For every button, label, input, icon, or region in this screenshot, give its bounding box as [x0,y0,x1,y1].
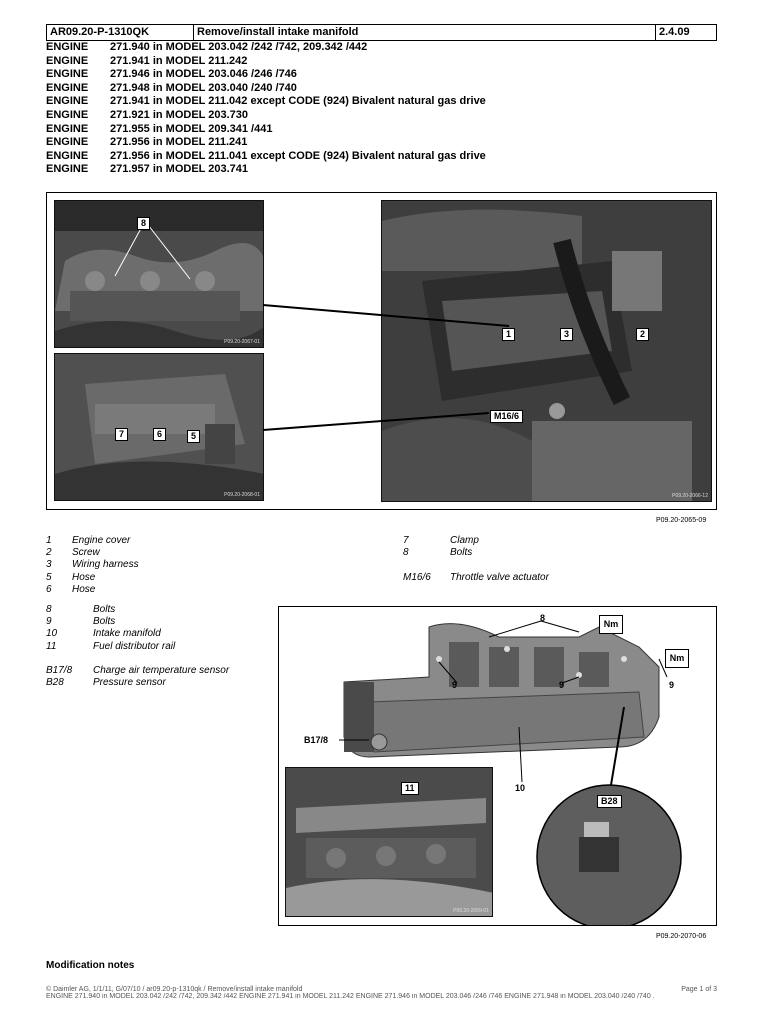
engine-photo-top-left: 8 P09.20-2067-01 [54,200,264,348]
figure-2-ref: P09.20-2070-06 [656,933,707,940]
connector-lines [262,304,510,431]
doc-id: AR09.20-P-1310QK [47,25,194,40]
callout-1: 1 [502,328,516,341]
figure-1-frame: 8 P09.20-2067-01 7 6 5 P09.20-2068-01 1 [46,192,717,510]
callout-9: 9 [559,680,565,690]
fuel-rail-photo-image [286,768,492,916]
callout-m16-6: M16/6 [490,410,524,423]
torque-nm-badge: Nm [665,649,689,668]
modification-notes-heading: Modification notes [46,960,135,971]
torque-nm-badge: Nm [599,615,623,634]
legend-spacer [403,559,549,571]
intake-manifold-drawing [339,620,682,925]
header-table: AR09.20-P-1310QK Remove/install intake m… [46,24,717,41]
callout-3: 3 [560,328,574,341]
engine-photo-right-image [382,201,711,501]
callout-8: 8 [137,217,151,230]
callout-b17-8: B17/8 [304,735,329,745]
footer-copyright: © Daimler AG, 1/1/11, G/07/10 / ar09.20-… [46,986,303,993]
doc-title: Remove/install intake manifold [194,25,656,40]
callout-8: 8 [540,613,546,623]
engine-photo-bottom-left: 7 6 5 P09.20-2068-01 [54,353,264,501]
callout-6: 6 [153,428,167,441]
engine-photo-right: 1 3 2 M16/6 P09.20-2066-12 [381,200,712,502]
callout-2: 2 [636,328,650,341]
callout-9: 9 [669,680,675,690]
callout-b28: B28 [597,795,622,808]
callout-7: 7 [115,428,129,441]
figure-2-frame: 8 9 9 9 B17/8 10 B28 Nm Nm 11 P09.20-206… [278,606,717,926]
callout-10: 10 [515,783,526,793]
photo-code: P09.20-2068-01 [224,492,260,498]
engine-photo-bottom-left-image [55,354,263,500]
fuel-rail-photo: 11 P09.20-2069-01 [285,767,493,917]
page-footer: © Daimler AG, 1/1/11, G/07/10 / ar09.20-… [46,986,717,1000]
callout-5: 5 [187,430,201,443]
footer-page-number: Page 1 of 3 [681,986,717,993]
footer-engine-list: ENGINE 271.940 in MODEL 203.042 /242 /74… [46,993,655,1000]
doc-version: 2.4.09 [659,26,690,38]
callout-11: 11 [401,782,419,795]
callout-9: 9 [452,680,458,690]
engine-photo-top-left-image [55,201,263,347]
figure-1-ref: P09.20-2065-09 [656,517,707,524]
legend-spacer [46,653,229,665]
photo-code: P09.20-2066-12 [672,493,708,499]
photo-code: P09.20-2067-01 [224,339,260,345]
photo-code: P09.20-2069-01 [453,908,489,914]
